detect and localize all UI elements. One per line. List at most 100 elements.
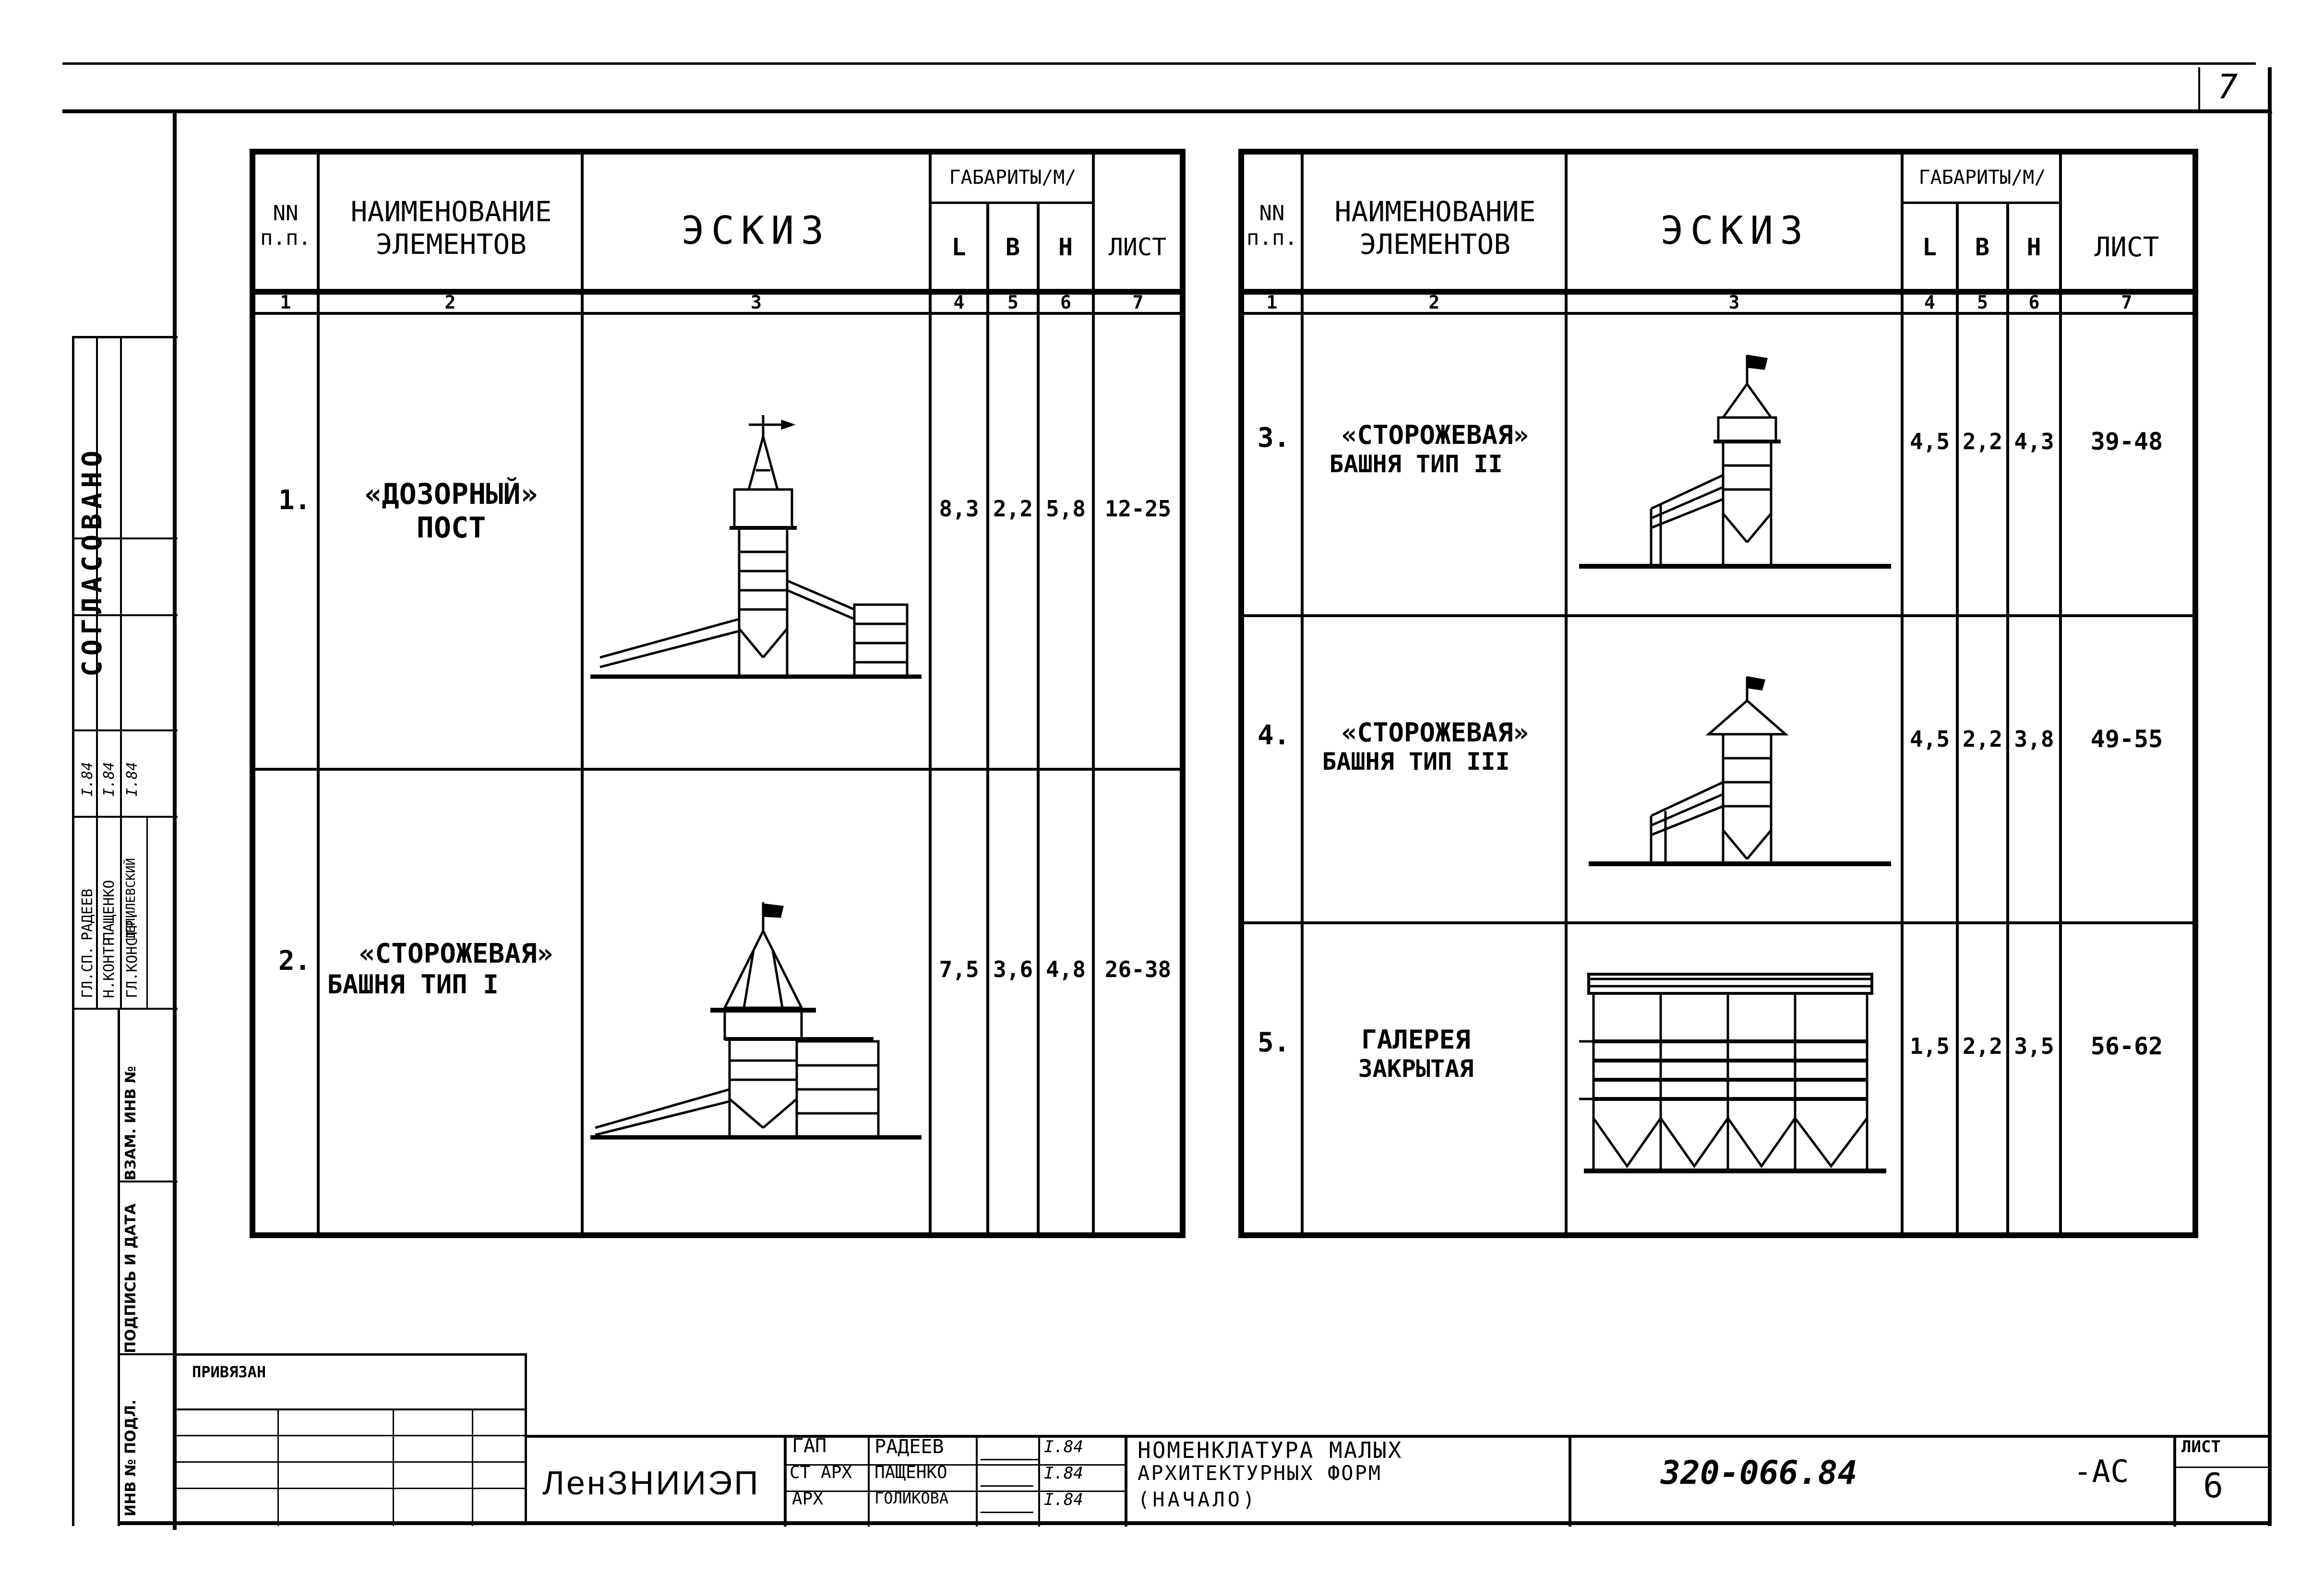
header-b: B	[1975, 233, 1990, 261]
drawing-suffix: -АС	[2073, 1454, 2129, 1490]
staff-role: СТ АРХ	[790, 1463, 852, 1482]
header-sheet: ЛИСТ	[2094, 231, 2159, 263]
item-name-line2: БАШНЯ ТИП III	[1322, 748, 1510, 776]
header-sheet: ЛИСТ	[1108, 233, 1167, 261]
stamp-date: I.84	[124, 762, 141, 797]
guard-tower-type3-sketch	[1589, 676, 1891, 866]
header-l: L	[951, 233, 966, 261]
staff-name: ПАЩЕНКО	[874, 1463, 947, 1482]
row-num: 1.	[278, 485, 311, 516]
staff-signature	[980, 1492, 1041, 1513]
watch-post-sketch	[590, 415, 922, 679]
sheet-label: ЛИСТ	[2181, 1437, 2221, 1456]
staff-date: I.84	[1044, 1464, 1083, 1483]
header-num: NN п.п.	[1246, 201, 1297, 250]
stamp-name: ПАЩЕНКО	[101, 880, 118, 941]
item-name-line2: ЗАКРЫТАЯ	[1358, 1055, 1474, 1083]
row-num: 3.	[1258, 422, 1290, 453]
org-name: ЛенЗНИИЭП	[542, 1464, 760, 1502]
sheet-number: 6	[2203, 1466, 2224, 1505]
guard-tower-type1-sketch	[590, 902, 922, 1140]
staff-role: АРХ	[792, 1489, 824, 1509]
colnum-6: 6	[1060, 292, 1071, 313]
header-name: НАИМЕНОВАНИЕ ЭЛЕМЕНТОВ	[1334, 195, 1536, 261]
drawing-title-line2: АРХИТЕКТУРНЫХ ФОРМ	[1138, 1461, 1382, 1485]
guard-tower-type2-sketch	[1579, 355, 1891, 569]
colnum-5: 5	[1977, 292, 1988, 313]
dim-b: 2,2	[1962, 1033, 2003, 1059]
sheet-range: 12-25	[1104, 496, 1172, 522]
stamp-role: ГЛ.СП.	[79, 946, 96, 998]
staff-date: I.84	[1044, 1437, 1083, 1456]
item-name-line1: ГАЛЕРЕЯ	[1361, 1025, 1471, 1055]
linked-label: ПРИВЯЗАН	[192, 1363, 266, 1381]
staff-signature	[980, 1466, 1041, 1487]
header-name: НАИМЕНОВАНИЕ ЭЛЕМЕНТОВ	[350, 195, 552, 261]
agreed-label: СОГЛАСОВАНО	[77, 446, 108, 677]
dim-h: 3,5	[2014, 1033, 2054, 1059]
dim-h: 5,8	[1045, 496, 1086, 522]
colnum-7: 7	[2121, 292, 2132, 313]
row-num: 2.	[278, 945, 311, 977]
sheet-range: 39-48	[2090, 428, 2163, 455]
item-name-line2: БАШНЯ ТИП II	[1329, 450, 1503, 478]
item-name-line1: «СТОРОЖЕВАЯ»	[1341, 717, 1529, 748]
sheet-corner-number: 7	[2217, 67, 2238, 107]
row-num: 5.	[1258, 1027, 1290, 1058]
dim-h: 4,3	[2014, 429, 2054, 454]
dim-b: 2,2	[1962, 726, 2003, 752]
header-l: L	[1922, 233, 1937, 261]
staff-signature	[980, 1440, 1045, 1460]
dim-b: 2,2	[993, 496, 1033, 522]
side-stamp	[72, 336, 178, 1526]
dim-l: 1,5	[1909, 1033, 1950, 1059]
inv-orig-label: ИНВ № ПОДЛ.	[122, 1399, 139, 1516]
item-name-line2: БАШНЯ ТИП I	[327, 969, 499, 1000]
linked-block	[177, 1353, 527, 1526]
header-num: NN п.п.	[260, 201, 311, 250]
left-table: NN п.п. НАИМЕНОВАНИЕ ЭЛЕМЕНТОВ ЭСКИЗ ГАБ…	[250, 149, 1186, 1238]
header-dims: ГАБАРИТЫ/М/	[949, 167, 1077, 189]
item-name-line2: ПОСТ	[416, 511, 486, 545]
staff-date: I.84	[1044, 1490, 1083, 1509]
colnum-3: 3	[751, 292, 762, 313]
stamp-date: I.84	[101, 762, 118, 797]
colnum-2: 2	[444, 292, 456, 313]
colnum-1: 1	[1266, 292, 1278, 313]
dim-l: 4,5	[1909, 429, 1950, 454]
staff-role: ГАП	[792, 1435, 827, 1457]
header-sketch: ЭСКИЗ	[681, 208, 831, 253]
sign-date-label: ПОДПИСЬ И ДАТА	[122, 1203, 139, 1353]
dim-h: 3,8	[2014, 726, 2054, 752]
staff-name: ГОЛИКОВА	[874, 1489, 949, 1507]
title-block	[527, 1435, 2269, 1527]
sheet-range: 49-55	[2090, 725, 2163, 753]
header-dims: ГАБАРИТЫ/М/	[1918, 167, 2046, 189]
dim-l: 8,3	[939, 496, 979, 522]
dim-l: 4,5	[1909, 726, 1950, 752]
header-h: H	[2026, 233, 2041, 261]
colnum-1: 1	[280, 292, 291, 313]
closed-gallery-sketch	[1579, 973, 1886, 1173]
stamp-name: РАДЕЕВ	[79, 888, 96, 941]
drawing-title-line3: (НАЧАЛО)	[1138, 1488, 1258, 1511]
colnum-7: 7	[1132, 292, 1144, 313]
dim-h: 4,8	[1045, 956, 1086, 982]
replace-inv-label: ВЗАМ. ИНВ №	[122, 1066, 139, 1181]
item-name-line1: «СТОРОЖЕВАЯ»	[359, 938, 553, 969]
colnum-4: 4	[1924, 292, 1935, 313]
sheet-range: 56-62	[2090, 1032, 2163, 1060]
right-table: NN п.п. НАИМЕНОВАНИЕ ЭЛЕМЕНТОВ ЭСКИЗ ГАБ…	[1238, 149, 2198, 1238]
dim-b: 3,6	[993, 956, 1033, 982]
dim-l: 7,5	[939, 956, 979, 982]
colnum-2: 2	[1428, 292, 1440, 313]
drawing-code: 320-066.84	[1661, 1454, 1857, 1492]
colnum-4: 4	[953, 292, 965, 313]
stamp-date: I.84	[79, 762, 96, 797]
colnum-6: 6	[2028, 292, 2040, 313]
staff-name: РАДЕЕВ	[874, 1436, 944, 1458]
header-h: H	[1058, 233, 1073, 261]
item-name-line1: «СТОРОЖЕВАЯ»	[1341, 420, 1529, 450]
item-name-line1: «ДОЗОРНЫЙ»	[364, 477, 538, 511]
colnum-5: 5	[1007, 292, 1018, 313]
